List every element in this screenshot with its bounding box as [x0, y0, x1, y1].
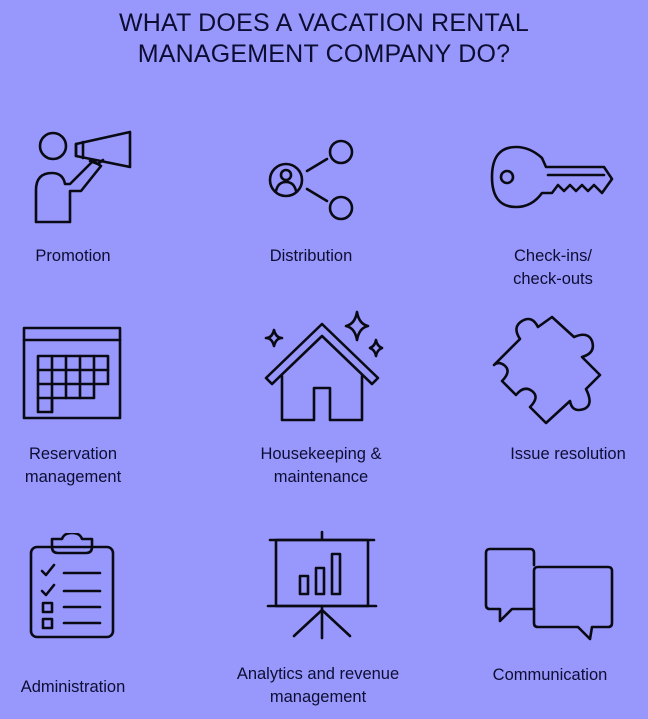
title-line-1: WHAT DOES A VACATION RENTAL [118, 9, 530, 37]
label-check-ins: Check-ins/check-outs [513, 247, 593, 288]
page-title: WHAT DOES A VACATION RENTAL MANAGEMENT C… [0, 8, 648, 70]
label-communication: Communication [492, 666, 608, 684]
calendar-icon [22, 326, 122, 420]
megaphone-person-icon [34, 130, 132, 224]
label-distribution: Distribution [269, 247, 353, 265]
label-housekeeping: Housekeeping &maintenance [260, 445, 382, 486]
label-administration: Administration [20, 678, 126, 696]
title-line-2: MANAGEMENT COMPANY DO? [137, 40, 511, 68]
puzzle-piece-icon [492, 315, 602, 425]
presentation-chart-icon [266, 530, 378, 640]
key-icon [490, 145, 614, 209]
clipboard-checklist-icon [29, 533, 115, 639]
label-issue-resolution: Issue resolution [510, 445, 626, 463]
share-network-icon [268, 139, 354, 221]
label-promotion: Promotion [35, 247, 111, 265]
chat-bubbles-icon [484, 547, 614, 641]
house-sparkle-icon [264, 310, 384, 422]
